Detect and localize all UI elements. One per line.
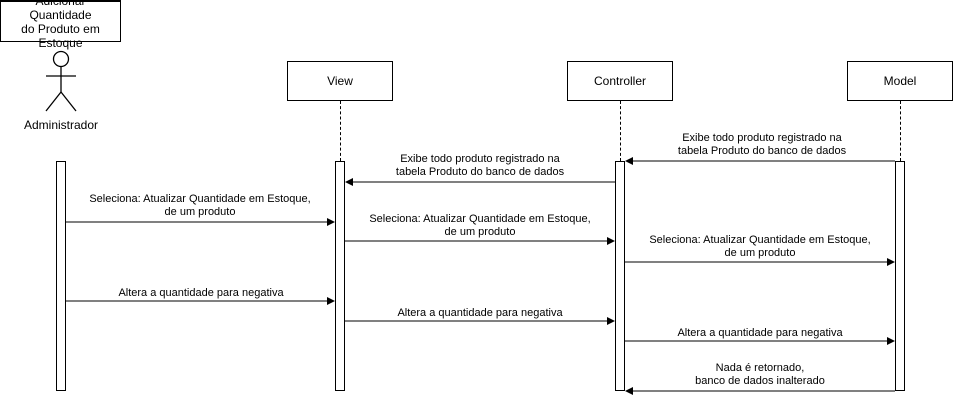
- message-label-view-to-controller-altera: Altera a quantidade para negativa: [393, 307, 567, 320]
- lifeline-controller-box: Controller: [567, 61, 673, 101]
- actor-left-leg: [45, 91, 62, 112]
- lifeline-model-box: Model: [847, 61, 953, 101]
- actor-right-leg: [60, 91, 77, 112]
- message-label-controller-to-model-altera: Altera a quantidade para negativa: [673, 327, 847, 340]
- activation-controller: [615, 161, 625, 391]
- message-label-view-to-controller-seleciona: Seleciona: Atualizar Quantidade em Estoq…: [364, 213, 596, 239]
- activation-administrator: [56, 161, 66, 391]
- message-label-admin-to-view-seleciona: Seleciona: Atualizar Quantidade em Estoq…: [84, 193, 316, 219]
- actor-label: Administrador: [23, 118, 99, 132]
- actor-stick-figure: [45, 50, 77, 112]
- activation-view: [335, 161, 345, 391]
- activation-model: [895, 161, 905, 391]
- message-label-controller-to-view-exibe: Exibe todo produto registrado na tabela …: [394, 153, 566, 179]
- lifeline-model-dashed: [900, 101, 901, 161]
- lifeline-view-dashed: [340, 101, 341, 161]
- lifeline-controller-dashed: [620, 101, 621, 161]
- message-label-model-to-controller-exibe: Exibe todo produto registrado na tabela …: [676, 132, 848, 158]
- message-label-admin-to-view-altera: Altera a quantidade para negativa: [114, 287, 288, 300]
- message-label-controller-to-model-seleciona: Seleciona: Atualizar Quantidade em Estoq…: [644, 234, 876, 260]
- lifeline-view-box: View: [287, 61, 393, 101]
- message-label-model-to-controller-return: Nada é retornado, banco de dados inalter…: [690, 362, 830, 388]
